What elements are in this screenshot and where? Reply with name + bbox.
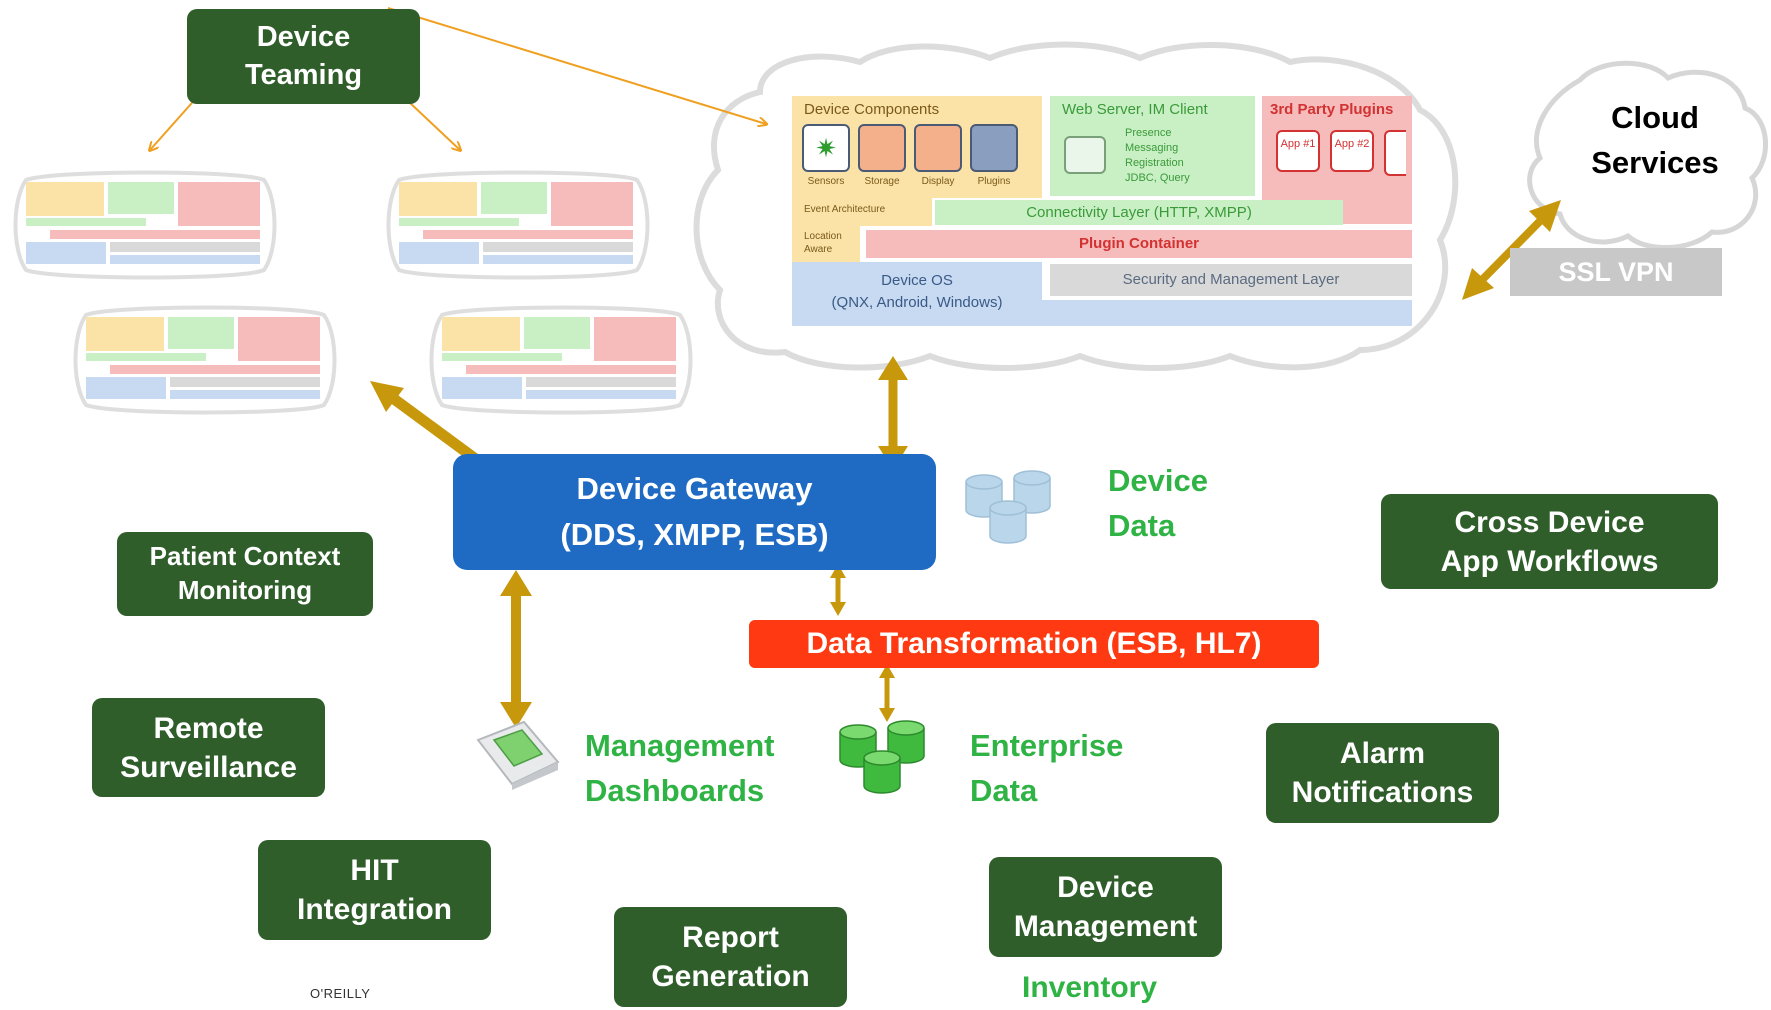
web-item-jdbc: JDBC, Query — [1125, 172, 1190, 184]
device-os-layer: Device OS (QNX, Android, Windows) — [792, 262, 1042, 326]
location-aware-label: Location Aware — [792, 226, 860, 264]
patient-context-monitoring-box: Patient Context Monitoring — [117, 532, 373, 616]
alarm-notifications-box: Alarm Notifications — [1266, 723, 1499, 823]
remote-surveillance-line-1: Remote — [153, 711, 264, 745]
device-gateway-line-2: (DDS, XMPP, ESB) — [560, 517, 829, 552]
inventory-label: Inventory — [1022, 971, 1158, 1004]
web-server-panel: Web Server, IM Client Presence Messaging… — [1050, 96, 1255, 196]
cloud-services-outline — [1527, 60, 1768, 250]
device-teaming-line-1: Device — [256, 20, 351, 53]
device-os-title: Device OS — [881, 272, 953, 289]
plugins-icon — [970, 124, 1018, 172]
alarm-notifications-line-1: Alarm — [1339, 737, 1426, 770]
cross-device-line-1: Cross Device — [1454, 505, 1645, 539]
device-gateway-line-1: Device Gateway — [576, 471, 813, 506]
web-server-icon — [1064, 136, 1106, 174]
enterprise-data-line-2: Data — [970, 772, 1038, 808]
remote-surveillance-box: Remote Surveillance — [92, 698, 325, 797]
dashboard-device-icon — [476, 720, 560, 790]
device-os-base-strip — [1042, 300, 1412, 326]
device-management-box: Device Management — [989, 857, 1222, 957]
management-dashboards-label: Management Dashboards — [585, 724, 774, 814]
web-item-messaging: Messaging — [1125, 142, 1179, 154]
report-generation-box: Report Generation — [614, 907, 847, 1007]
transformation-enterprise-arrow — [879, 664, 895, 722]
device-components-panel: Device Components ✷ Sensors Storage Disp… — [792, 96, 1042, 198]
oreilly-logo: O'REILLY — [310, 986, 371, 1001]
sensors-icon: ✷ — [802, 124, 850, 172]
report-generation-line-2: Generation — [651, 960, 810, 993]
component-label-sensors: Sensors — [807, 176, 845, 187]
teaming-to-architecture-arrow — [387, 7, 766, 124]
device-thumbnail-1 — [12, 170, 277, 280]
component-label-storage: Storage — [864, 176, 900, 187]
device-gateway-box: Device Gateway (DDS, XMPP, ESB) — [453, 454, 936, 570]
device-data-line-2: Data — [1108, 507, 1176, 543]
enterprise-data-label: Enterprise Data — [970, 724, 1123, 814]
patient-context-line-1: Patient Context — [149, 541, 341, 572]
component-label-plugins: Plugins — [977, 176, 1011, 187]
plugin-app-1: App #1 — [1276, 130, 1320, 172]
security-management-layer: Security and Management Layer — [1050, 264, 1412, 296]
ssl-vpn-badge: SSL VPN — [1510, 248, 1722, 296]
web-item-presence: Presence — [1125, 127, 1172, 139]
management-dashboards-line-1: Management — [585, 728, 775, 763]
device-thumbnail-4 — [428, 305, 693, 415]
device-data-line-1: Device — [1108, 463, 1208, 498]
device-thumbnail-graphic — [73, 305, 337, 415]
remote-surveillance-line-2: Surveillance — [120, 750, 297, 784]
plugin-app-more — [1384, 130, 1406, 176]
device-thumbnail-graphic — [429, 305, 693, 415]
cloud-services-label: Cloud Services — [1565, 95, 1745, 195]
storage-icon — [858, 124, 906, 172]
device-thumbnail-graphic — [386, 170, 650, 280]
data-transformation-bar: Data Transformation (ESB, HL7) — [749, 620, 1319, 668]
device-thumbnail-2 — [385, 170, 650, 280]
device-os-subtitle: (QNX, Android, Windows) — [831, 294, 1003, 311]
display-icon — [914, 124, 962, 172]
alarm-notifications-line-2: Notifications — [1291, 776, 1474, 809]
hit-integration-line-2: Integration — [297, 893, 452, 926]
enterprise-data-database-icon — [839, 720, 925, 794]
connectivity-layer: Connectivity Layer (HTTP, XMPP) — [935, 200, 1343, 225]
cross-device-workflows-box: Cross Device App Workflows — [1381, 494, 1718, 589]
component-label-display: Display — [921, 176, 955, 187]
device-teaming-box: Device Teaming — [187, 9, 420, 104]
enterprise-data-line-1: Enterprise — [970, 728, 1124, 763]
cloud-services-line-2: Services — [1591, 145, 1719, 180]
hit-integration-line-1: HIT — [350, 854, 399, 887]
gateway-transformation-arrow — [830, 564, 846, 616]
patient-context-line-2: Monitoring — [177, 575, 313, 605]
gateway-dashboards-arrow — [500, 570, 532, 728]
device-components-title: Device Components — [804, 101, 940, 118]
cloud-services-line-1: Cloud — [1611, 100, 1699, 135]
cross-device-line-2: App Workflows — [1440, 544, 1659, 578]
device-management-line-1: Device — [1057, 871, 1154, 904]
device-thumbnail-3 — [72, 305, 337, 415]
architecture-gateway-arrow — [878, 356, 908, 470]
management-dashboards-line-2: Dashboards — [585, 772, 765, 808]
report-generation-line-1: Report — [682, 921, 779, 954]
device-management-line-2: Management — [1013, 910, 1198, 943]
third-party-plugins-title: 3rd Party Plugins — [1270, 101, 1394, 118]
plugin-container: Plugin Container — [866, 230, 1412, 258]
device-teaming-line-2: Teaming — [244, 58, 363, 91]
web-item-registration: Registration — [1125, 157, 1184, 169]
web-server-items: Presence Messaging Registration JDBC, Qu… — [1125, 126, 1190, 186]
plugin-app-2: App #2 — [1330, 130, 1374, 172]
event-architecture-label: Event Architecture — [792, 198, 932, 226]
device-thumbnail-graphic — [13, 170, 277, 280]
device-data-database-icon — [965, 470, 1051, 544]
hit-integration-box: HIT Integration — [258, 840, 491, 940]
web-server-title: Web Server, IM Client — [1062, 101, 1208, 118]
device-data-label: Device Data — [1108, 459, 1208, 549]
